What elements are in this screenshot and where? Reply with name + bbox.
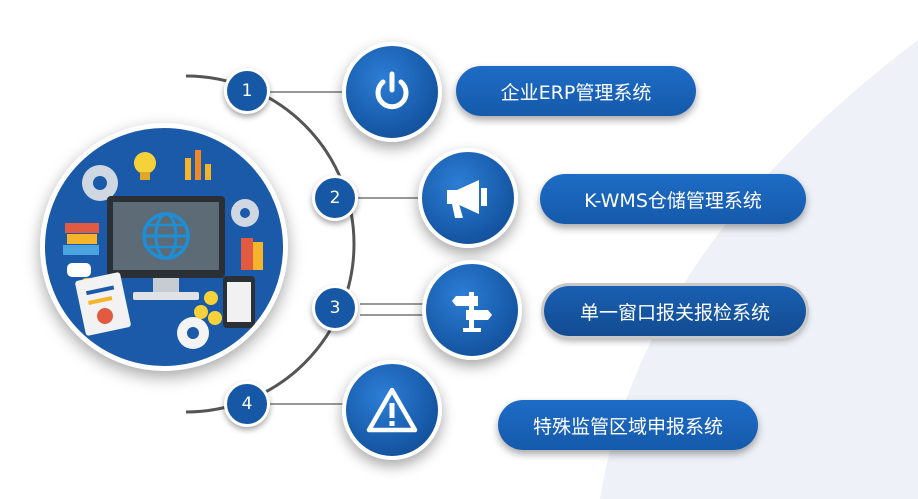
background-swoosh [600,40,918,499]
warning-icon [366,387,418,433]
step-number-2: 2 [312,175,358,221]
step-number-4: 4 [224,381,270,427]
step-icon-circle-3[interactable] [422,260,522,360]
computer-globe-illustration [63,150,263,349]
step-label-2[interactable]: K-WMS仓储管理系统 [540,174,806,224]
power-icon [375,71,409,110]
step-label-4[interactable]: 特殊监管区域申报系统 [498,400,758,450]
step-number-3: 3 [312,285,358,331]
step-label-3[interactable]: 单一窗口报关报检系统 [544,286,806,336]
megaphone-icon [447,180,487,218]
step-icon-circle-2[interactable] [418,148,518,248]
signpost-icon [452,292,492,332]
step-number-1: 1 [224,68,270,114]
hero-illustration [40,123,288,371]
step-icon-circle-4[interactable] [342,360,442,460]
step-icon-circle-1[interactable] [342,42,442,142]
step-label-1[interactable]: 企业ERP管理系统 [456,66,696,116]
